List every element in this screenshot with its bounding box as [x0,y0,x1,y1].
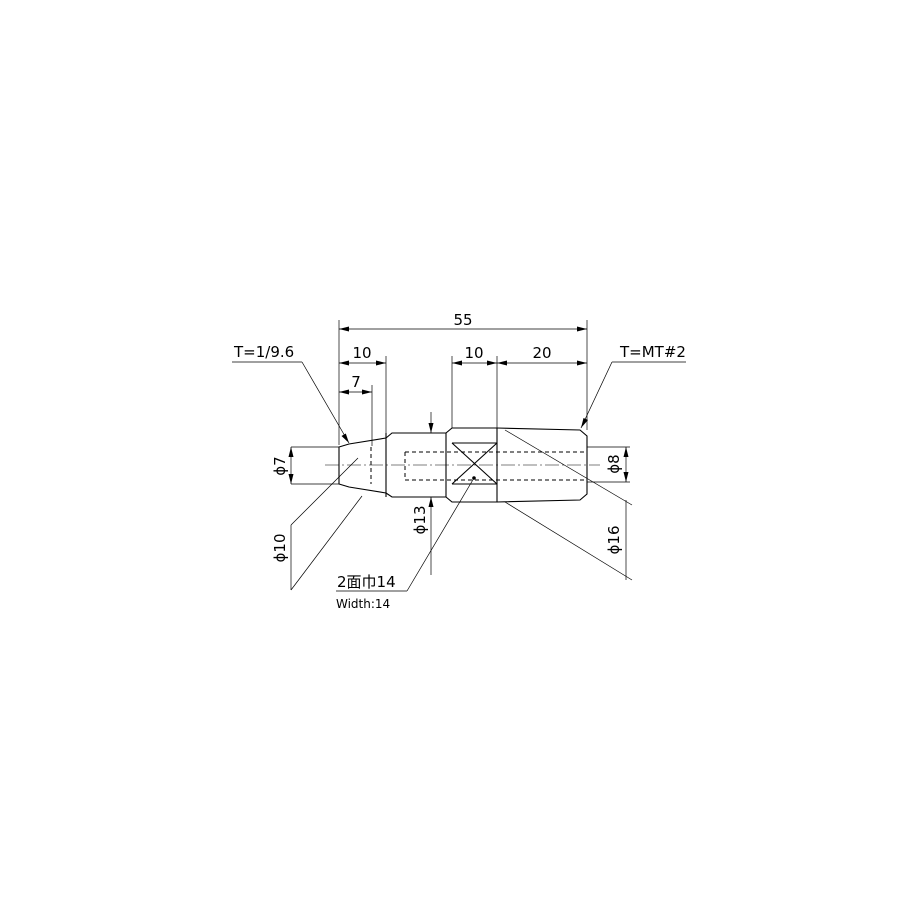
dim-right-taper-length: 20 [532,344,551,362]
dim-left-outer-diameter: ϕ10 [271,534,289,563]
dim-hex-length: 10 [464,344,483,362]
dim-middle-diameter: ϕ13 [411,506,429,535]
note-flats-en: Width:14 [336,597,390,611]
dim-taper-depth: 7 [351,373,361,391]
dim-overall-length: 55 [453,311,472,329]
note-right-taper: T=MT#2 [619,343,686,361]
dim-right-large-diameter: ϕ16 [605,526,623,555]
hidden-lines [370,447,587,484]
dim-left-diameter: ϕ7 [271,456,289,475]
note-flats-jp: 2面巾14 [337,573,396,591]
note-left-taper: T=1/9.6 [233,343,294,361]
right-taper-outline [496,427,588,503]
left-shank-outline [338,437,387,494]
vertical-dimensions [288,412,633,591]
note-leaders [232,361,686,592]
horizontal-dimensions [338,320,588,446]
dim-left-section-length: 10 [352,344,371,362]
dim-right-small-diameter: ϕ8 [605,454,623,473]
hex-cross-2 [451,442,498,485]
